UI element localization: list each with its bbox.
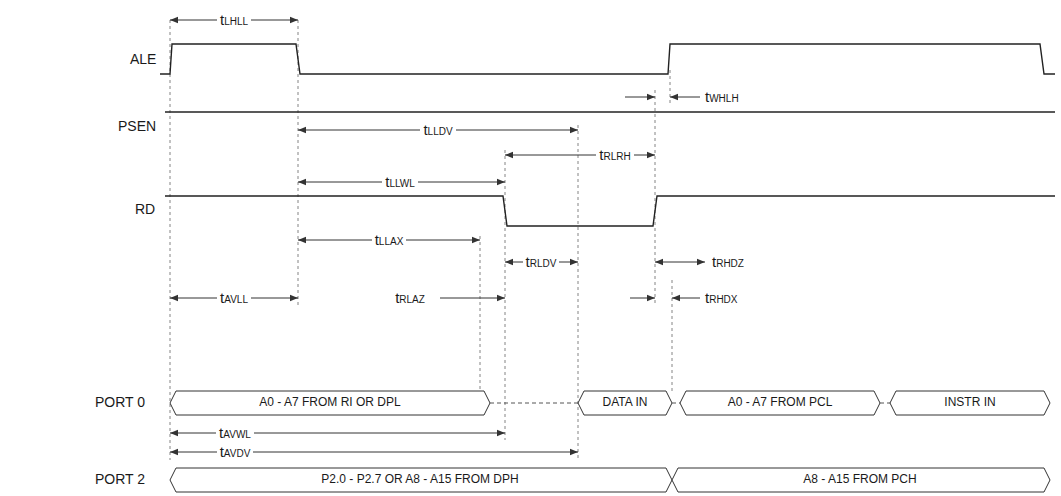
rd-waveform [165, 196, 1055, 226]
timing-arrow [630, 298, 655, 299]
bus-segment [680, 391, 880, 415]
bus-segment [578, 391, 672, 415]
timing-arrow [670, 97, 700, 98]
signal-name: RD [135, 202, 155, 217]
reference-line [655, 90, 656, 305]
bus-value: A8 - A15 FROM PCH [803, 473, 916, 486]
reference-line [578, 125, 579, 458]
timing-parameter: tAVWL [216, 425, 254, 442]
reference-line [505, 150, 506, 440]
timing-parameter: tRLDV [523, 254, 560, 271]
bus-segment [170, 468, 672, 492]
bus-value: A0 - A7 FROM PCL [728, 396, 833, 409]
bus-float [880, 403, 890, 404]
bus-segment [672, 468, 1050, 492]
timing-arrow [655, 262, 705, 263]
timing-parameter: tLLAX [372, 232, 407, 249]
bus-value: A0 - A7 FROM RI OR DPL [259, 396, 400, 409]
timing-parameter: tWHLH [705, 89, 739, 106]
timing-arrow [672, 298, 700, 299]
signal-name: PORT 2 [95, 472, 145, 487]
reference-line [672, 280, 673, 391]
timing-parameter: tAVDV [217, 444, 254, 461]
timing-arrow [440, 298, 505, 299]
reference-line [480, 236, 481, 391]
timing-parameter: tLHLL [217, 12, 251, 29]
timing-parameter: tLLWL [382, 174, 418, 191]
bus-value: DATA IN [603, 396, 648, 409]
timing-parameter: tRLRH [596, 147, 633, 164]
bus-float [672, 403, 680, 404]
psen-waveform [165, 111, 1055, 112]
signal-name: PORT 0 [95, 395, 145, 410]
bus-value: P2.0 - P2.7 OR A8 - A15 FROM DPH [321, 473, 518, 486]
timing-parameter: tRHDX [705, 290, 738, 307]
signal-name: ALE [130, 52, 156, 67]
timing-parameter: tRLAZ [395, 290, 425, 307]
bus-value: INSTR IN [944, 396, 995, 409]
bus-float [490, 403, 578, 404]
timing-parameter: tAVLL [217, 290, 251, 307]
ale-waveform [160, 44, 1055, 74]
signal-name: PSEN [118, 119, 156, 134]
reference-line [670, 70, 671, 104]
bus-segment [170, 391, 490, 415]
timing-parameter: tRHDZ [712, 254, 744, 271]
reference-line [170, 20, 171, 460]
bus-segment [890, 391, 1050, 415]
timing-arrow [625, 97, 655, 98]
timing-parameter: tLLDV [420, 122, 455, 139]
